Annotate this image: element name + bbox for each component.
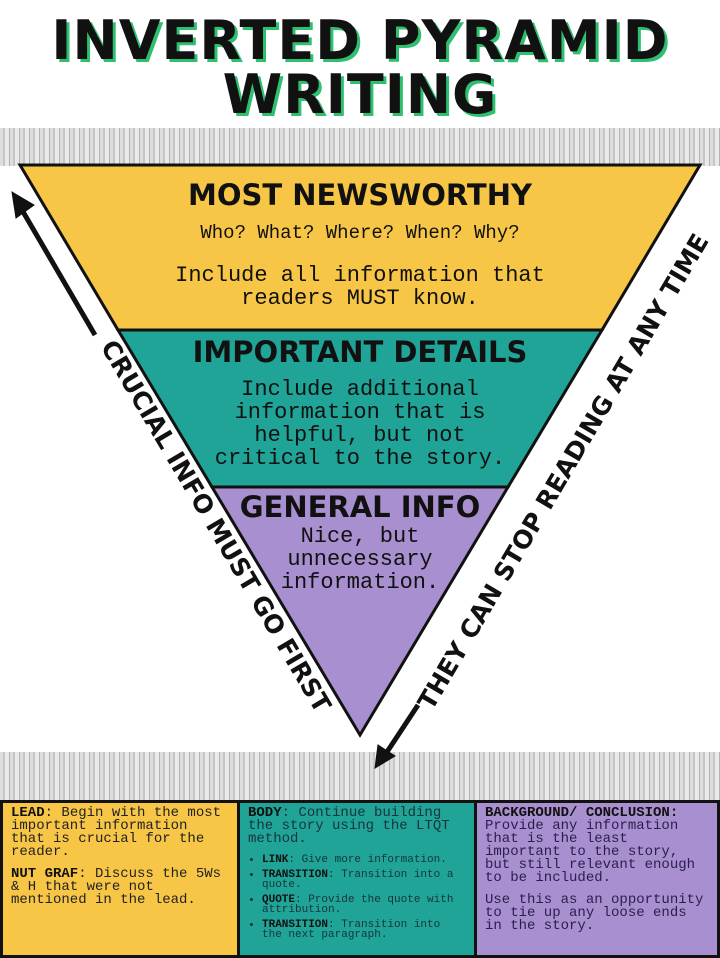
arrow-down-left-icon: [374, 703, 421, 769]
most-newsworthy-heading: MOST NEWSWORTHY: [188, 178, 532, 212]
general-info-heading: GENERAL INFO: [239, 490, 481, 524]
background-text: Provide any information that is the leas…: [485, 818, 696, 886]
band-general-info: [209, 485, 511, 738]
body-text: : Continue building the story using the …: [248, 805, 450, 847]
list-item: LINK: Give more information.: [262, 855, 466, 866]
most-newsworthy-questions: Who? What? Where? When? Why?: [200, 222, 520, 244]
lead-box: LEAD: Begin with the most important info…: [0, 800, 240, 958]
background-conclusion-box: BACKGROUND/ CONCLUSION: Provide any info…: [474, 800, 720, 958]
newspaper-strip-top: [0, 128, 720, 166]
lead-label: LEAD: [11, 805, 45, 821]
nut-graf-text: : Discuss the 5Ws & H that were not ment…: [11, 866, 222, 908]
newspaper-strip-bottom: [0, 752, 720, 800]
most-newsworthy-text: Include all information that readers MUS…: [175, 263, 545, 311]
background-text-2: Use this as an opportunity to tie up any…: [485, 892, 704, 934]
list-item: TRANSITION: Transition into the next par…: [262, 920, 466, 941]
pyramid-graphic: [11, 163, 703, 769]
title-line-2: WRITING: [222, 63, 498, 126]
body-label: BODY: [248, 805, 282, 821]
background-label: BACKGROUND/ CONCLUSION:: [485, 805, 679, 821]
lead-text: : Begin with the most important informat…: [11, 805, 222, 860]
list-item: TRANSITION: Transition into a quote.: [262, 870, 466, 891]
arrow-up-left-icon: [11, 191, 98, 337]
body-box: BODY: Continue building the story using …: [237, 800, 477, 958]
important-details-text: Include additional information that is h…: [214, 377, 506, 471]
general-info-text: Nice, but unnecessary information.: [280, 524, 440, 595]
list-item: QUOTE: Provide the quote with attributio…: [262, 895, 466, 916]
important-details-heading: IMPORTANT DETAILS: [192, 335, 528, 369]
nut-graf-label: NUT GRAF: [11, 866, 79, 882]
ltqt-list: LINK: Give more information. TRANSITION:…: [248, 855, 466, 941]
title-line-1: INVERTED PYRAMID: [51, 9, 669, 72]
